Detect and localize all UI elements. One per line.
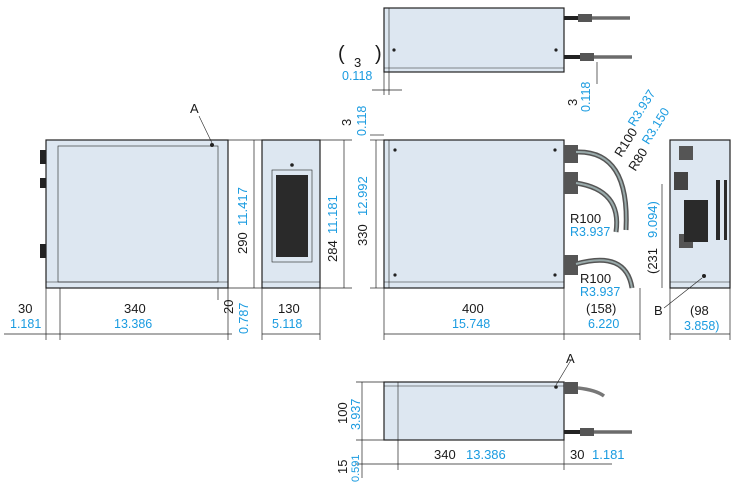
dim-284-inch: 11.181 [325, 195, 340, 234]
side-view-right [661, 139, 731, 340]
bottom-view-body [383, 381, 565, 441]
dim-30-inch: 1.181 [10, 317, 42, 331]
vent-slots [276, 175, 308, 257]
label-a-top: A [190, 101, 199, 116]
dim-98-inch: 3.858) [684, 319, 720, 333]
radius-100c-inch: R3.937 [580, 285, 621, 299]
dim-3c: 3 [339, 118, 354, 126]
dim-284: 284 [325, 240, 340, 262]
dim-15-inch: 0.591 [350, 454, 362, 482]
dim-340-inch: 13.386 [114, 317, 153, 331]
dim-290: 290 [235, 232, 250, 254]
dim-231: (231 [645, 247, 660, 274]
dim-340: 340 [124, 301, 146, 316]
dim-20-inch: 0.787 [237, 302, 251, 334]
radius-100c: R100 [580, 271, 612, 286]
bottom-view [356, 359, 632, 478]
dim-100-inch: 3.937 [349, 398, 363, 430]
bottom-dim-30-inch: 1.181 [592, 447, 625, 462]
top-view-body [383, 7, 565, 73]
dim-3a: 3 [354, 55, 362, 70]
dim-158: (158) [586, 301, 617, 316]
dim-98: (98 [690, 303, 709, 318]
radius-100b: R100 [570, 211, 602, 226]
paren-open-3a: ( [338, 43, 345, 65]
dim-290-inch: 11.417 [235, 187, 250, 226]
dim-130-inch: 5.118 [272, 317, 303, 331]
label-b: B [654, 303, 663, 318]
dim-3b-inch: 0.118 [579, 81, 593, 112]
dim-3c-inch: 0.118 [355, 105, 369, 136]
dim-100: 100 [335, 402, 350, 424]
dim-330: 330 [355, 224, 370, 246]
dim-400-inch: 15.748 [452, 317, 491, 331]
bottom-dim-340: 340 [434, 447, 456, 462]
dim-20: 20 [221, 299, 236, 314]
dim-15: 15 [335, 459, 350, 474]
dim-130: 130 [278, 301, 300, 316]
dim-231-inch: 9.094) [645, 201, 660, 238]
dim-30: 30 [18, 301, 33, 316]
label-a-bottom: A [566, 351, 575, 366]
dim-400: 400 [462, 301, 484, 316]
right-vent-slots [684, 180, 727, 242]
radius-100b-inch: R3.937 [570, 225, 611, 239]
dim-330-inch: 12.992 [355, 176, 370, 216]
main-view [370, 134, 641, 340]
front-view [4, 115, 262, 340]
bottom-dim-30: 30 [570, 447, 585, 462]
main-view-body [383, 139, 565, 289]
front-view-body [45, 139, 229, 289]
bottom-dim-340-inch: 13.386 [466, 447, 506, 462]
dim-158-inch: 6.220 [588, 317, 620, 331]
dim-3a-inch: 0.118 [342, 69, 373, 83]
paren-close-3a: ) [375, 43, 382, 65]
side-view-left [261, 139, 352, 340]
top-view [372, 7, 632, 95]
dim-3b: 3 [565, 98, 580, 106]
